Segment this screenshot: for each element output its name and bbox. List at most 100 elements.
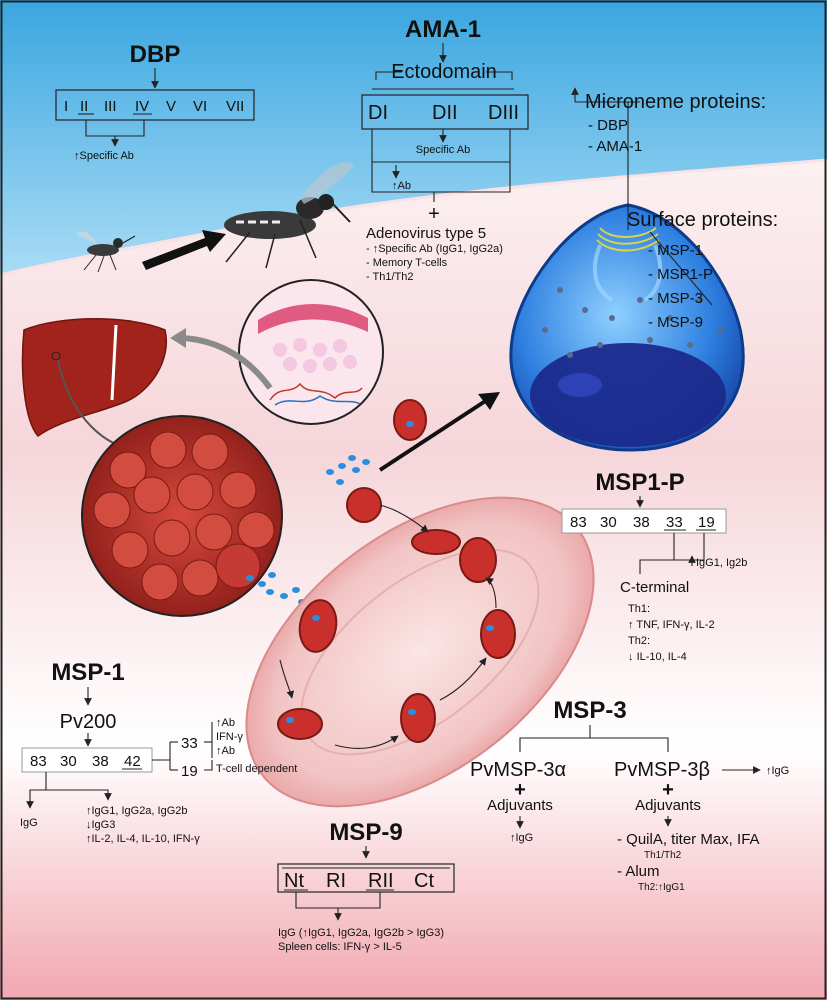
msp1-effect-1: ↑IgG1, IgG2a, IgG2b	[86, 805, 188, 817]
msp1-tcell: T-cell dependent	[216, 763, 297, 775]
ama1-plus: +	[428, 203, 440, 225]
dbp-domain-6: VI	[193, 98, 207, 115]
dbp-domain-box	[55, 89, 255, 121]
dbp-domain-3: III	[104, 98, 117, 115]
merozoite-icon	[509, 203, 745, 452]
msp1-panel: MSP-1 Pv200 83 30 38 42 33 19 ↑Ab IFN-γ …	[20, 659, 297, 845]
ama1-domain-box	[361, 94, 529, 130]
mosquito-icon	[76, 231, 136, 273]
msp9-igg: IgG (↑IgG1, IgG2a, IgG2b > IgG3)	[278, 927, 444, 939]
skin-icon	[238, 279, 384, 425]
dbp-domain-1: I	[64, 98, 68, 115]
dbp-domain-2: II	[80, 98, 88, 115]
ama1-ab: ↑Ab	[392, 180, 411, 192]
msp1-ab2: ↑Ab	[216, 745, 235, 757]
microneme-item-2: - AMA-1	[588, 138, 642, 155]
liver-icon	[21, 318, 168, 438]
dbp-panel: DBP I II III IV V VI VII ↑Specific Ab	[55, 41, 255, 162]
msp9-domain-1: Nt	[284, 870, 304, 892]
ama1-ectodomain: Ectodomain	[391, 61, 497, 83]
msp9-domain-4: Ct	[414, 870, 434, 892]
msp1-segment-3: 38	[92, 753, 109, 770]
msp1-igg: IgG	[20, 817, 38, 829]
dbp-note: ↑Specific Ab	[74, 150, 134, 162]
msp1-segment-box	[21, 747, 153, 773]
msp1-segment-4: 42	[124, 753, 141, 770]
ama1-effect-1: - ↑Specific Ab (IgG1, IgG2a)	[366, 243, 503, 255]
msp3-alpha-adjuvants: Adjuvants	[487, 797, 553, 814]
msp1p-panel: MSP1-P 83 30 38 33 19 IgG1, Ig2b C-termi…	[561, 469, 747, 663]
msp1p-th1: Th1:	[628, 603, 650, 615]
ama1-specific-ab: Specific Ab	[416, 144, 470, 156]
msp3-th1th2: Th1/Th2	[644, 850, 682, 861]
msp1p-segment-5: 19	[698, 514, 715, 531]
ama1-effect-3: - Th1/Th2	[366, 271, 414, 283]
msp1-title: MSP-1	[51, 659, 124, 686]
msp9-domain-box	[277, 863, 455, 893]
msp1p-segment-1: 83	[570, 514, 587, 531]
microneme-title: Microneme proteins:	[585, 91, 766, 113]
surface-item-1: - MSP-1	[648, 242, 703, 259]
msp9-title: MSP-9	[329, 819, 402, 846]
mosquito-icon-large	[224, 162, 354, 269]
hepatocyte-icon	[81, 415, 283, 617]
msp3-beta-igg: ↑IgG	[766, 765, 789, 777]
dbp-title: DBP	[130, 41, 181, 68]
dbp-domain-7: VII	[226, 98, 244, 115]
sky-region	[0, 0, 827, 275]
msp1p-segment-box	[561, 508, 727, 534]
msp1-sub33: 33	[181, 735, 198, 752]
ama1-title: AMA-1	[405, 16, 481, 43]
skin-to-liver-arrow	[181, 335, 273, 390]
msp1-segment-1: 83	[30, 753, 47, 770]
microneme-item-1: - DBP	[588, 117, 628, 134]
surface-item-2: - MSP1-P	[648, 266, 713, 283]
msp9-panel: MSP-9 Nt RI RII Ct IgG (↑IgG1, IgG2a, Ig…	[277, 819, 455, 953]
ama1-domain-2: DII	[432, 102, 458, 124]
msp9-domain-3: RII	[368, 870, 394, 892]
surface-item-3: - MSP-3	[648, 290, 703, 307]
msp1p-th1-items: ↑ TNF, IFN-γ, IL-2	[628, 619, 715, 631]
msp1-effect-3: ↑IL-2, IL-4, IL-10, IFN-γ	[86, 833, 200, 845]
msp3-alum: - Alum	[617, 863, 660, 880]
msp3-beta-plus: +	[662, 779, 674, 801]
msp1p-segment-3: 38	[633, 514, 650, 531]
surface-item-4: - MSP-9	[648, 314, 703, 331]
msp1p-th2-items: ↓ IL-10, IL-4	[628, 651, 687, 663]
msp1-ifn: IFN-γ	[216, 731, 243, 743]
surface-title: Surface proteins:	[627, 209, 778, 231]
msp1-effect-2: ↓IgG3	[86, 819, 115, 831]
msp1-sub19: 19	[181, 763, 198, 780]
surface-panel: Surface proteins: - MSP-1 - MSP1-P - MSP…	[627, 209, 778, 331]
msp1p-ig: IgG1, Ig2b	[696, 557, 747, 569]
msp3-quila: - QuilA, titer Max, IFA	[617, 831, 760, 848]
msp3-beta: PvMSP-3β	[614, 759, 710, 781]
dbp-domain-4: IV	[135, 98, 149, 115]
ama1-domain-3: DIII	[488, 102, 519, 124]
microneme-panel: Microneme proteins: - DBP - AMA-1	[585, 91, 766, 155]
msp9-spleen: Spleen cells: IFN-γ > IL-5	[278, 941, 402, 953]
msp3-beta-adjuvants: Adjuvants	[635, 797, 701, 814]
msp1-pv200: Pv200	[60, 711, 117, 733]
msp3-title: MSP-3	[553, 697, 626, 724]
msp3-alpha-igg: ↑IgG	[510, 832, 533, 844]
msp1p-segment-4: 33	[666, 514, 683, 531]
ama1-panel: AMA-1 Ectodomain DI DII DIII Specific Ab…	[361, 16, 529, 283]
ama1-domain-1: DI	[368, 102, 388, 124]
infected-rbc-cycle	[277, 399, 516, 743]
msp3-th2: Th2:↑IgG1	[638, 882, 685, 893]
dbp-domain-5: V	[166, 98, 176, 115]
msp3-alpha-plus: +	[514, 779, 526, 801]
msp1p-segment-2: 30	[600, 514, 617, 531]
msp3-panel: MSP-3 PvMSP-3α PvMSP-3β ↑IgG + + Adjuvan…	[470, 697, 789, 893]
msp1p-th2: Th2:	[628, 635, 650, 647]
ama1-effect-2: - Memory T-cells	[366, 257, 448, 269]
msp1p-cterm: C-terminal	[620, 579, 689, 596]
msp9-domain-2: RI	[326, 870, 346, 892]
msp1-ab1: ↑Ab	[216, 717, 235, 729]
msp1p-title: MSP1-P	[595, 469, 684, 496]
ama1-adeno: Adenovirus type 5	[366, 225, 486, 242]
msp1-segment-2: 30	[60, 753, 77, 770]
